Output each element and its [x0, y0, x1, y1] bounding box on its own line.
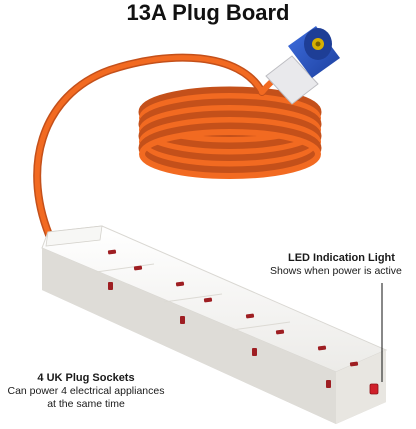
power-strip [41, 225, 388, 424]
sockets-callout: 4 UK Plug Sockets Can power 4 electrical… [0, 372, 172, 411]
blue-plug [265, 26, 340, 105]
cable-coil [138, 86, 322, 179]
socket-1 [107, 249, 143, 290]
sockets-callout-text-line1: Can power 4 electrical appliances [7, 385, 165, 397]
socket-2 [175, 281, 213, 324]
sockets-callout-heading: 4 UK Plug Sockets [37, 372, 135, 384]
socket-3 [245, 313, 285, 356]
socket-4 [317, 345, 359, 388]
led-indicator [369, 383, 379, 395]
sockets-callout-text-line2: at the same time [47, 398, 125, 410]
led-callout-heading: LED Indication Light [288, 252, 395, 264]
led-callout-text: Shows when power is active [270, 265, 402, 277]
led-callout: LED Indication Light Shows when power is… [270, 252, 416, 278]
product-title: 13A Plug Board [126, 0, 290, 25]
